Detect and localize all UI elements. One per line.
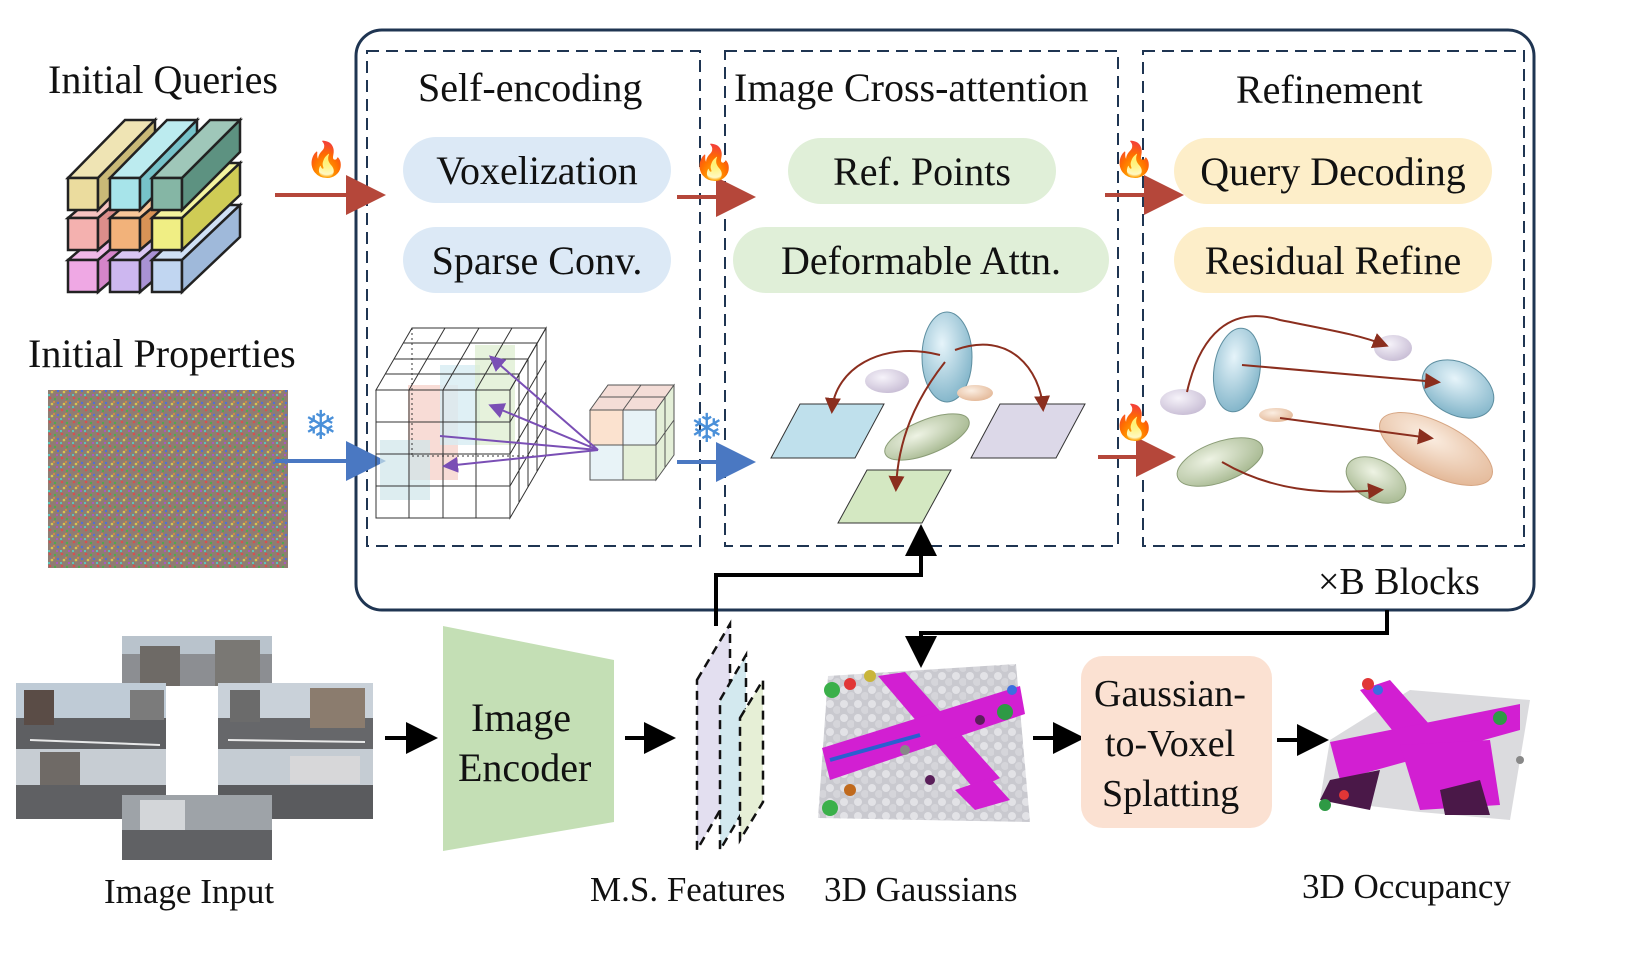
refinement-title: Refinement — [1236, 67, 1423, 112]
cross-attention-title: Image Cross-attention — [734, 65, 1089, 110]
initial-properties-label: Initial Properties — [28, 331, 296, 376]
image-input-graphic — [16, 636, 373, 860]
ref-points-pill: Ref. Points — [788, 138, 1056, 204]
fire-icon: 🔥 — [693, 145, 736, 182]
ms-features-label: M.S. Features — [590, 870, 786, 909]
image-encoder-shape — [443, 626, 614, 851]
splatting-label-line2: to-Voxel — [1105, 723, 1236, 765]
image-encoder-label-line1: Image — [471, 695, 571, 740]
gaussians-graphic — [818, 664, 1030, 822]
snowflake-icon: ❄ — [690, 406, 724, 451]
splatting-label-line3: Splatting — [1102, 773, 1240, 815]
image-encoder-label-line2: Encoder — [458, 745, 592, 790]
self-encoding-title: Self-encoding — [418, 65, 643, 110]
fire-icon: 🔥 — [305, 142, 348, 179]
ms-features-graphic — [695, 619, 765, 855]
fire-icon: 🔥 — [1113, 405, 1156, 442]
splatting-box-shape — [1081, 656, 1272, 828]
refinement-graphic — [1160, 315, 1495, 504]
initial-queries-graphic — [64, 116, 244, 295]
deformable-attn-pill: Deformable Attn. — [733, 227, 1109, 293]
refinement-box — [1142, 50, 1525, 547]
occupancy-graphic — [1319, 678, 1530, 820]
small-cube-graphic — [589, 383, 675, 482]
occupancy-label: 3D Occupancy — [1302, 867, 1511, 906]
voxel-grid-graphic — [375, 326, 547, 520]
gaussians-label: 3D Gaussians — [824, 870, 1018, 909]
sparse-conv-pill: Sparse Conv. — [403, 227, 671, 293]
self-encoding-box — [366, 50, 701, 547]
snowflake-icon: ❄ — [304, 403, 338, 448]
initial-properties-graphic — [48, 390, 288, 568]
residual-refine-pill: Residual Refine — [1174, 227, 1492, 293]
query-decoding-pill: Query Decoding — [1174, 138, 1492, 204]
blocks-container — [354, 28, 1536, 612]
image-input-label: Image Input — [104, 872, 275, 911]
voxelization-pill: Voxelization — [403, 137, 671, 203]
splatting-label-line1: Gaussian- — [1094, 673, 1246, 715]
cross-attention-graphic — [770, 311, 1086, 524]
blocks-label: ×B Blocks — [1318, 561, 1480, 603]
fire-icon: 🔥 — [1113, 142, 1156, 179]
initial-queries-label: Initial Queries — [48, 57, 278, 102]
